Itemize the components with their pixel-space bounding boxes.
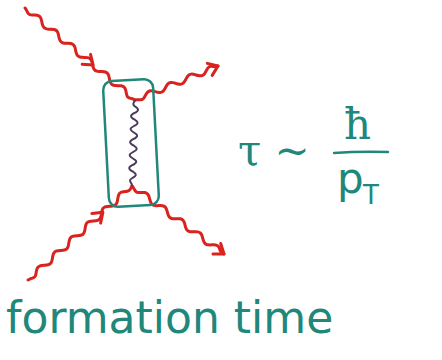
formula-subscript: T — [363, 182, 379, 208]
highlight-box — [103, 79, 160, 207]
particle-line — [25, 8, 135, 100]
particle-line — [132, 186, 224, 254]
formula-denominator: p — [337, 158, 364, 200]
particle-line — [135, 66, 218, 100]
arrow-head — [82, 54, 93, 65]
caption-label: formation time — [6, 296, 333, 340]
fraction-bar — [334, 152, 388, 153]
arrow-head — [207, 63, 218, 75]
arrow-head — [92, 212, 103, 223]
formula-numerator: ħ — [344, 104, 371, 146]
particle-line — [28, 186, 132, 280]
arrow-head — [213, 244, 224, 254]
formula-text: τ ~ — [238, 130, 310, 172]
exchange-propagator — [129, 100, 138, 186]
